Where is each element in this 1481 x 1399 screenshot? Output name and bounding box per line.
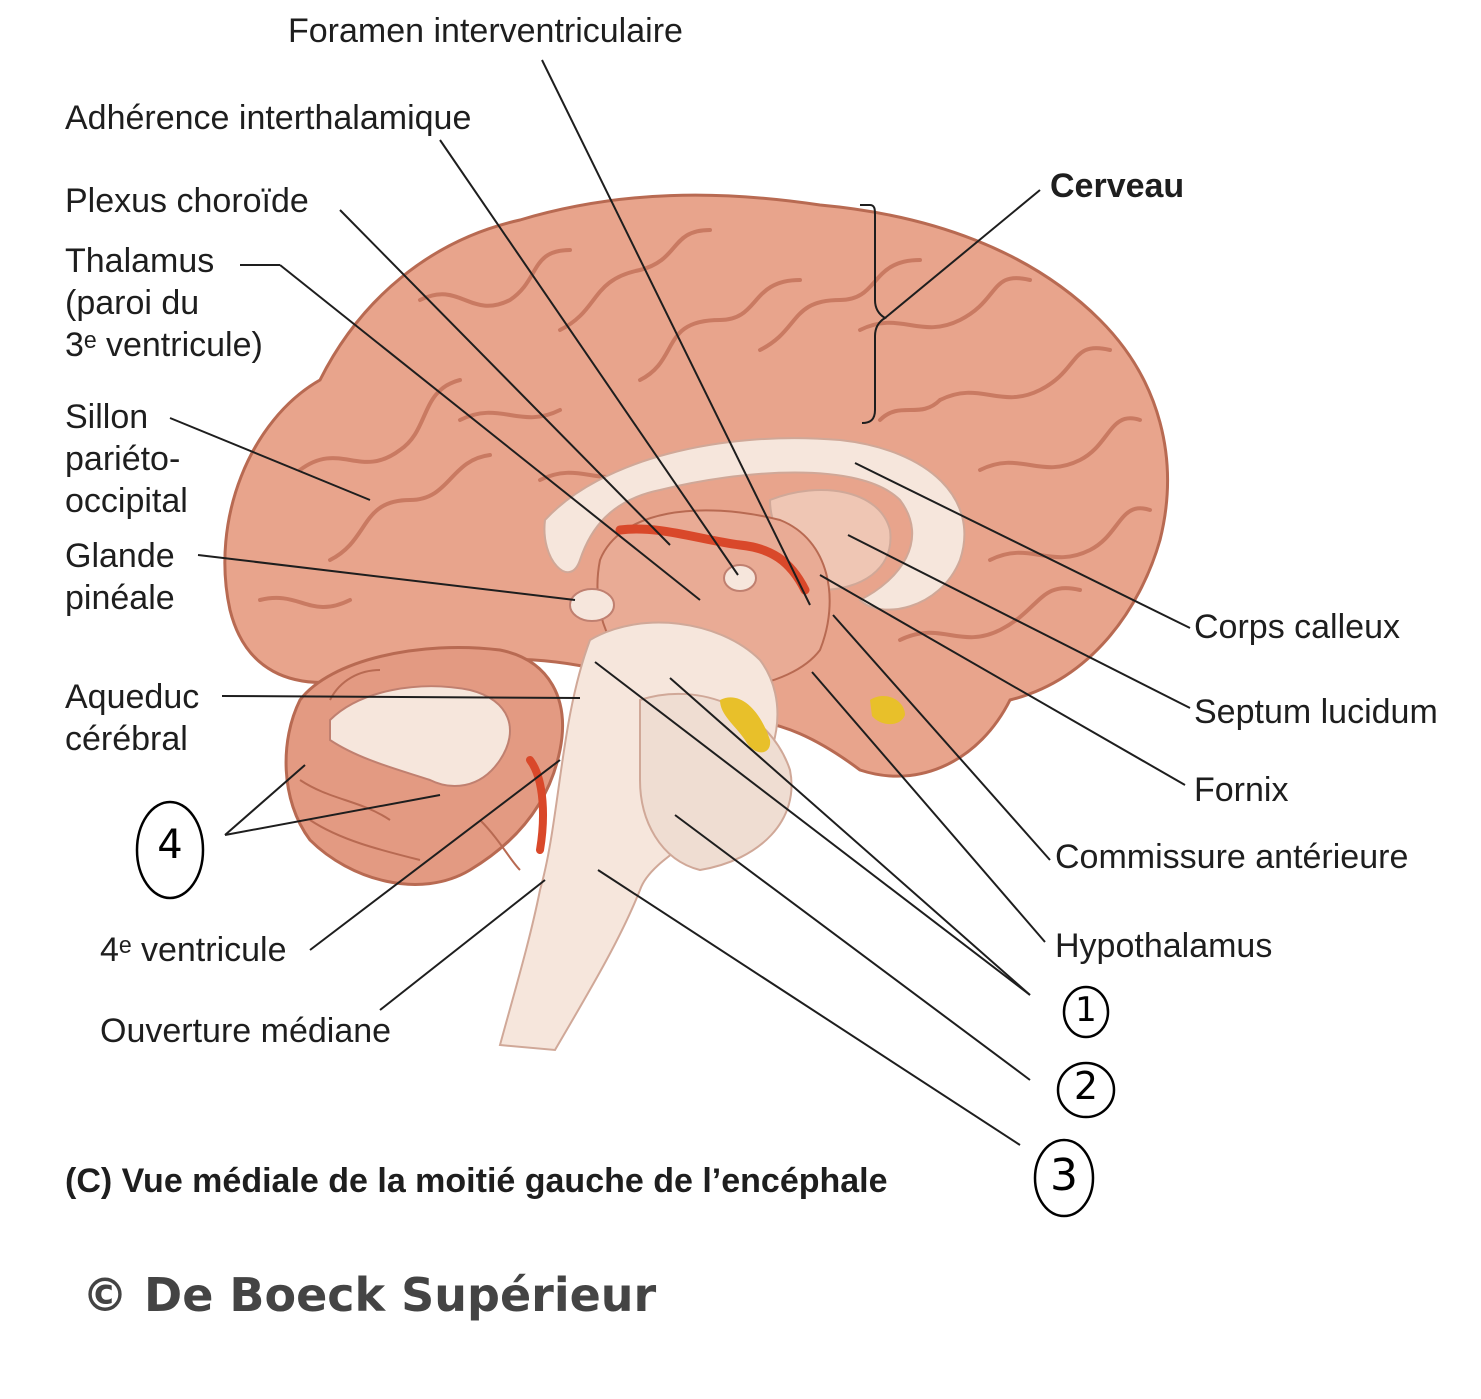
copyright-notice: © De Boeck Supérieur [82,1268,657,1322]
circle-3 [1033,1138,1095,1218]
optic-yellow [870,695,905,725]
arbor-vitae [329,685,511,787]
figure-caption: (C) Vue médiale de la moitié gauche de l… [65,1162,888,1200]
label-corps-calleux: Corps calleux [1194,608,1400,646]
corpus-callosum [543,437,966,611]
label-sillon-parieto-occipital: Sillon pariéto- occipital [65,398,188,520]
handwritten-number-4: 4 [157,822,183,868]
handwritten-number-3: 3 [1050,1150,1078,1201]
choroid-plexus [615,524,810,595]
label-foramen-interventriculaire: Foramen interventriculaire [288,12,683,50]
circle-1 [1062,985,1110,1039]
circle-2 [1056,1061,1116,1119]
label-hypothalamus: Hypothalamus [1055,927,1273,965]
pineal-gland [569,588,615,622]
mammillary-yellow [720,697,771,753]
gyri [258,228,1152,642]
label-fornix: Fornix [1194,771,1289,809]
interthalamic-adhesion [723,564,757,592]
cerebellum-folia [299,669,521,871]
circle-4 [135,800,205,900]
label-thalamus: Thalamus (paroi du 3ᵉ ventricule) [65,242,263,364]
handwritten-number-1: 1 [1075,990,1097,1030]
label-adherence-interthalamique: Adhérence interthalamique [65,99,472,137]
label-septum-lucidum: Septum lucidum [1194,693,1438,731]
label-4e-ventricule: 4ᵉ ventricule [100,931,287,969]
handwritten-number-2: 2 [1073,1064,1099,1108]
label-commissure-anterieure: Commissure antérieure [1055,838,1409,876]
fourth-ventricle-plexus [526,756,547,854]
label-plexus-choroide: Plexus choroïde [65,182,309,220]
label-ouverture-mediane: Ouverture médiane [100,1012,392,1050]
label-glande-pineale: Glande pinéale [65,537,175,617]
label-aqueduc-cerebral: Aqueduc cérébral [65,678,200,758]
label-cerveau: Cerveau [1050,167,1185,205]
leader-lines [169,59,1191,1146]
handwritten-circles [135,800,1116,1218]
